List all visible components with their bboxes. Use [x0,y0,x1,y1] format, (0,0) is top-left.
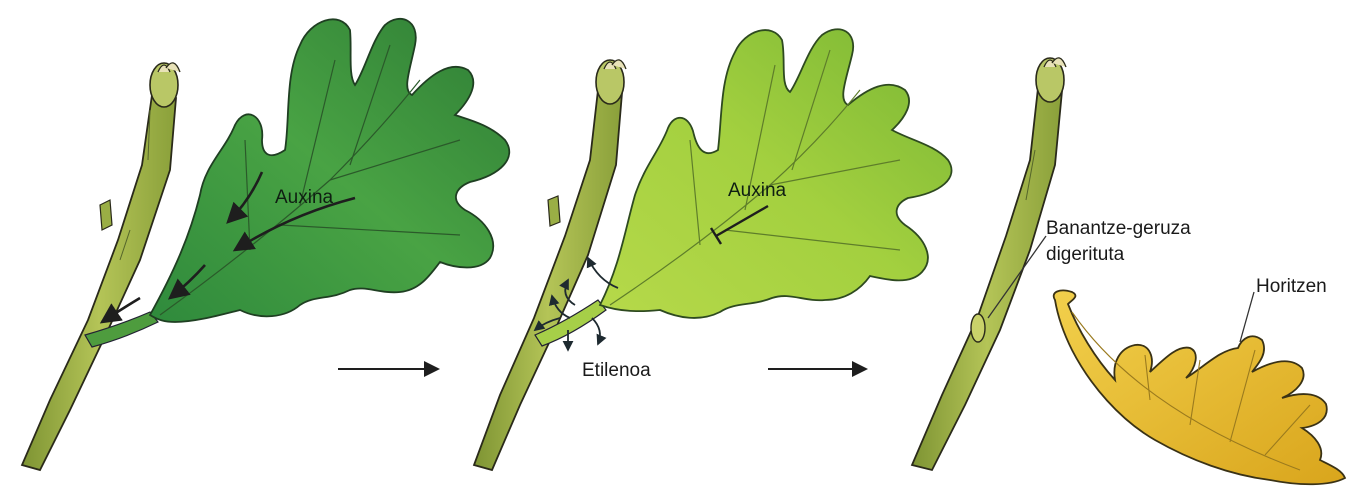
panel-2: Auxina Etilenoa [474,29,952,470]
panel-3: Banantze-geruza digerituta Horitzen [912,58,1345,484]
pale-green-leaf-icon [600,29,952,318]
abscission-layer-label-line1: Banantze-geruza [1046,218,1191,239]
stem-icon [912,88,1062,470]
yellow-fallen-leaf-icon [1054,290,1345,484]
abscission-scar-icon [971,314,985,342]
panel-1: Auxina [22,19,509,470]
stem-icon [22,95,176,470]
fallen-leaf-leader-line [1240,292,1254,342]
fallen-leaf-label: Horitzen [1256,276,1327,297]
abscission-layer-label-line2: digerituta [1046,244,1125,265]
ethylene-label: Etilenoa [582,360,651,381]
auxin-label: Auxina [728,180,787,201]
auxin-label: Auxina [275,187,334,208]
green-leaf-icon [150,19,509,322]
